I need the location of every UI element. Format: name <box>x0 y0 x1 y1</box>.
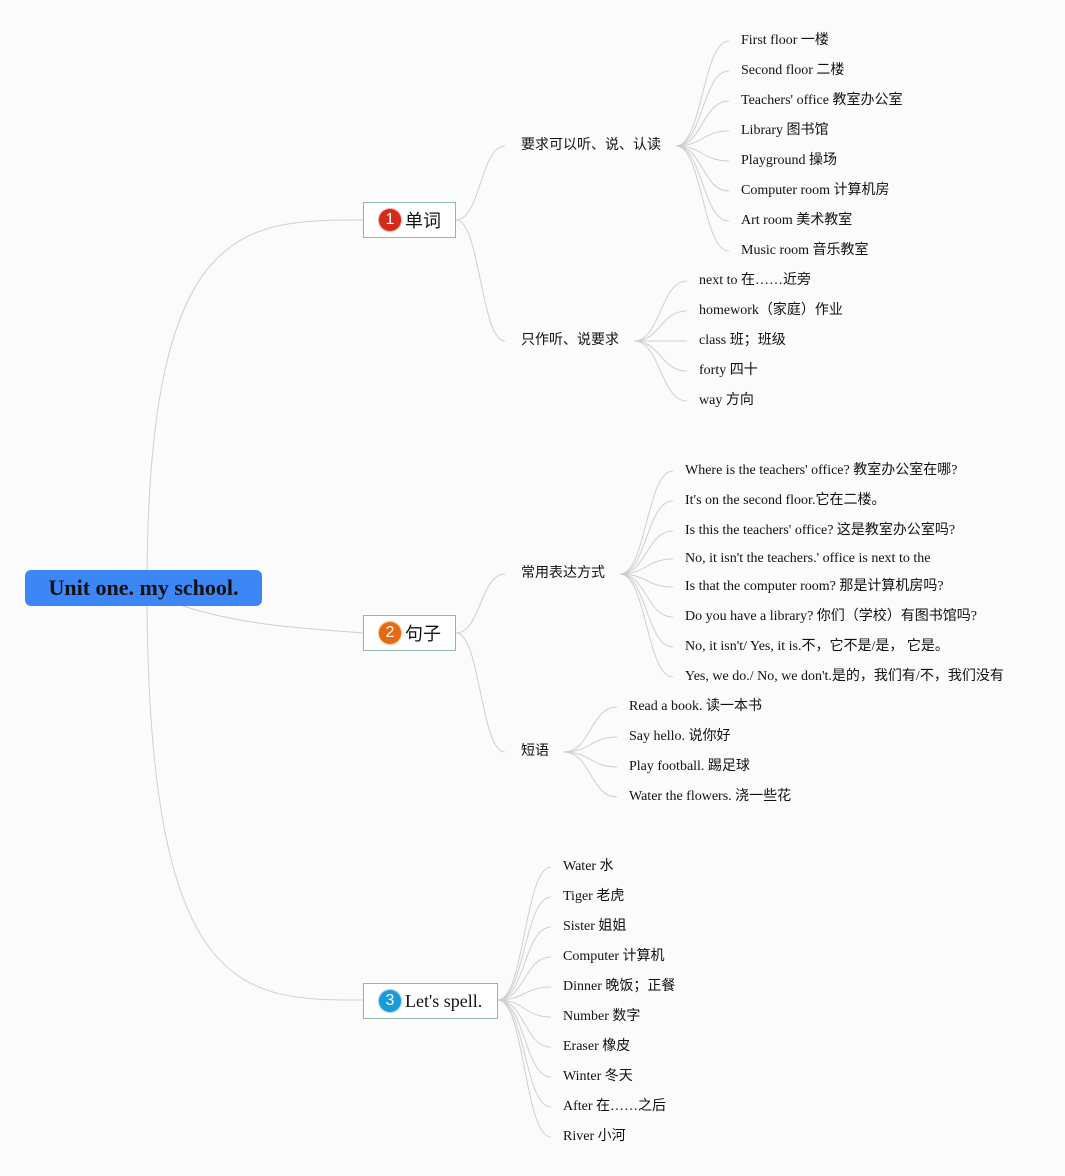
topic-common-expressions[interactable]: 常用表达方式 <box>521 566 605 581</box>
connector-line <box>563 706 618 753</box>
leaf-item[interactable]: No, it isn't the teachers.' office is ne… <box>685 551 931 566</box>
connector-line <box>619 530 674 575</box>
leaf-item[interactable]: It's on the second floor.它在二楼。 <box>685 493 886 508</box>
connector-line <box>146 219 364 589</box>
connector-line <box>633 310 688 342</box>
connector-line <box>497 986 552 1001</box>
branch-label: 句子 <box>405 624 441 644</box>
connector-line <box>633 280 688 342</box>
leaf-item[interactable]: Sister 姐姐 <box>563 919 627 934</box>
leaf-item[interactable]: Dinner 晚饭；正餐 <box>563 979 676 994</box>
leaf-item[interactable]: next to 在……近旁 <box>699 273 811 288</box>
connector-line <box>497 999 552 1138</box>
connector-line <box>497 866 552 1001</box>
leaf-item[interactable]: Water the flowers. 浇一些花 <box>629 789 792 804</box>
connector-line <box>619 558 674 575</box>
branch-label: 单词 <box>405 211 441 231</box>
branch-lets-spell[interactable]: 3 Let's spell. <box>363 983 498 1019</box>
connector-line <box>563 751 618 798</box>
connector-line <box>497 926 552 1001</box>
connector-line <box>633 340 688 372</box>
topic-phrases[interactable]: 短语 <box>521 744 549 759</box>
leaf-item[interactable]: Second floor 二楼 <box>741 63 845 78</box>
connector-line <box>455 632 506 753</box>
connector-line <box>675 40 730 147</box>
leaf-item[interactable]: Playground 操场 <box>741 153 838 168</box>
connector-line <box>455 573 506 634</box>
leaf-item[interactable]: Art room 美术教室 <box>741 213 853 228</box>
branch-vocabulary[interactable]: 1 单词 <box>363 202 456 238</box>
connector-line <box>619 573 674 618</box>
leaf-item[interactable]: Eraser 橡皮 <box>563 1039 631 1054</box>
leaf-item[interactable]: Computer 计算机 <box>563 949 665 964</box>
leaf-item[interactable]: Where is the teachers' office? 教室办公室在哪? <box>685 463 958 478</box>
leaf-item[interactable]: First floor 一楼 <box>741 33 829 48</box>
leaf-item[interactable]: Library 图书馆 <box>741 123 829 138</box>
leaf-item[interactable]: River 小河 <box>563 1129 626 1144</box>
connector-line <box>675 130 730 147</box>
leaf-item[interactable]: homework（家庭）作业 <box>699 303 843 318</box>
topic-listen-speak-read[interactable]: 要求可以听、说、认读 <box>521 138 661 153</box>
connector-line <box>179 604 364 634</box>
leaf-item[interactable]: Music room 音乐教室 <box>741 243 869 258</box>
connector-line <box>675 145 730 162</box>
connector-line <box>675 100 730 147</box>
number-badge-icon: 2 <box>378 621 402 645</box>
connector-line <box>675 145 730 252</box>
leaf-item[interactable]: Read a book. 读一本书 <box>629 699 762 714</box>
connector-line <box>497 999 552 1048</box>
connector-line <box>497 999 552 1018</box>
connector-line <box>497 896 552 1001</box>
connector-line <box>146 587 364 1001</box>
number-badge-icon: 1 <box>378 208 402 232</box>
leaf-item[interactable]: way 方向 <box>699 393 754 408</box>
connector-line <box>497 999 552 1078</box>
connector-line <box>563 751 618 768</box>
leaf-item[interactable]: No, it isn't/ Yes, it is.不，它不是/是， 它是。 <box>685 639 949 654</box>
leaf-item[interactable]: Number 数字 <box>563 1009 641 1024</box>
connector-line <box>497 956 552 1001</box>
leaf-item[interactable]: Is this the teachers' office? 这是教室办公室吗? <box>685 523 956 538</box>
connector-line <box>675 145 730 192</box>
connector-line <box>619 573 674 648</box>
leaf-item[interactable]: Teachers' office 教室办公室 <box>741 93 903 108</box>
connector-line <box>563 736 618 753</box>
connector-line <box>619 470 674 575</box>
branch-sentences[interactable]: 2 句子 <box>363 615 456 651</box>
leaf-item[interactable]: Is that the computer room? 那是计算机房吗? <box>685 579 944 594</box>
connector-line <box>633 340 688 402</box>
leaf-item[interactable]: Tiger 老虎 <box>563 889 625 904</box>
topic-listen-speak-only[interactable]: 只作听、说要求 <box>521 333 619 348</box>
connector-line <box>619 573 674 588</box>
connector-line <box>675 145 730 222</box>
branch-label: Let's spell. <box>405 990 483 1011</box>
leaf-item[interactable]: forty 四十 <box>699 363 758 378</box>
connector-line <box>675 70 730 147</box>
root-node[interactable]: Unit one. my school. <box>25 570 262 606</box>
connector-line <box>455 219 506 342</box>
connector-line <box>619 500 674 575</box>
leaf-item[interactable]: class 班；班级 <box>699 333 786 348</box>
leaf-item[interactable]: Do you have a library? 你们（学校）有图书馆吗? <box>685 609 977 624</box>
connector-line <box>619 573 674 678</box>
leaf-item[interactable]: Say hello. 说你好 <box>629 729 731 744</box>
number-badge-icon: 3 <box>378 989 402 1013</box>
leaf-item[interactable]: After 在……之后 <box>563 1099 667 1114</box>
leaf-item[interactable]: Water 水 <box>563 859 614 874</box>
connector-line <box>455 145 506 221</box>
leaf-item[interactable]: Yes, we do./ No, we don't.是的，我们有/不，我们没有 <box>685 669 1004 684</box>
leaf-item[interactable]: Computer room 计算机房 <box>741 183 890 198</box>
leaf-item[interactable]: Winter 冬天 <box>563 1069 633 1084</box>
leaf-item[interactable]: Play football. 踢足球 <box>629 759 750 774</box>
